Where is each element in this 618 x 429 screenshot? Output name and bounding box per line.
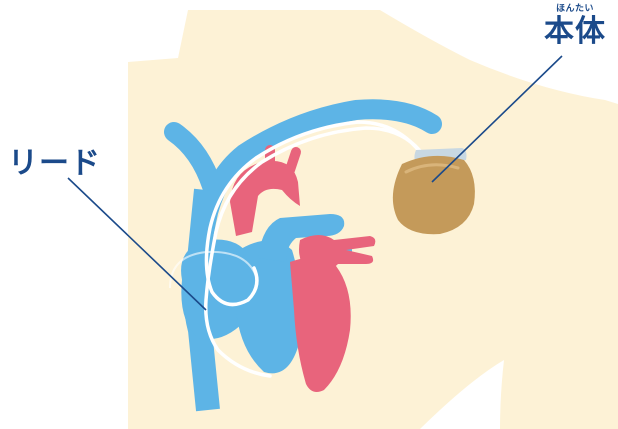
lead-label: リード [8,138,101,182]
body-label: 本体 [538,15,612,49]
device-body [393,156,475,234]
body-label-group: ほんたい 本体 [538,4,612,49]
